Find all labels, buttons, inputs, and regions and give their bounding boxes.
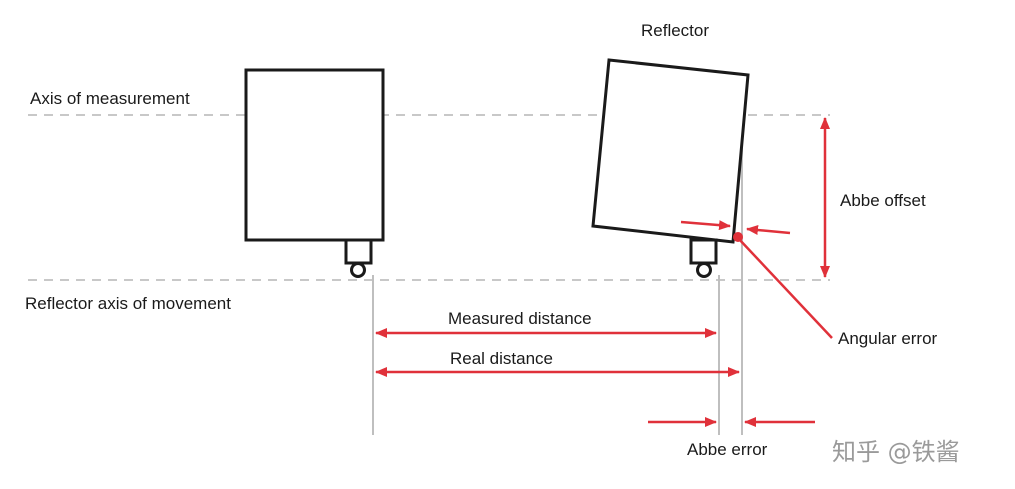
reflector-label: Reflector [641,21,709,40]
angular-error-leader-line [737,237,833,339]
abbe-error-label: Abbe error [687,440,768,459]
abbe-offset-label: Abbe offset [840,191,926,210]
angular-error-dot [733,232,743,242]
reflector-axis-of-movement-label: Reflector axis of movement [25,294,231,313]
measured-distance-label: Measured distance [448,309,592,328]
watermark-text: 知乎 @铁酱 [832,438,960,466]
tilted-reflector [591,58,750,278]
angular-error-left-arrow [680,220,731,231]
angular-error-right-arrow [746,225,791,235]
reference-reflector [244,68,385,278]
real-distance-label: Real distance [450,349,553,368]
angular-error-label: Angular error [838,329,938,348]
axis-of-measurement-label: Axis of measurement [30,89,190,108]
